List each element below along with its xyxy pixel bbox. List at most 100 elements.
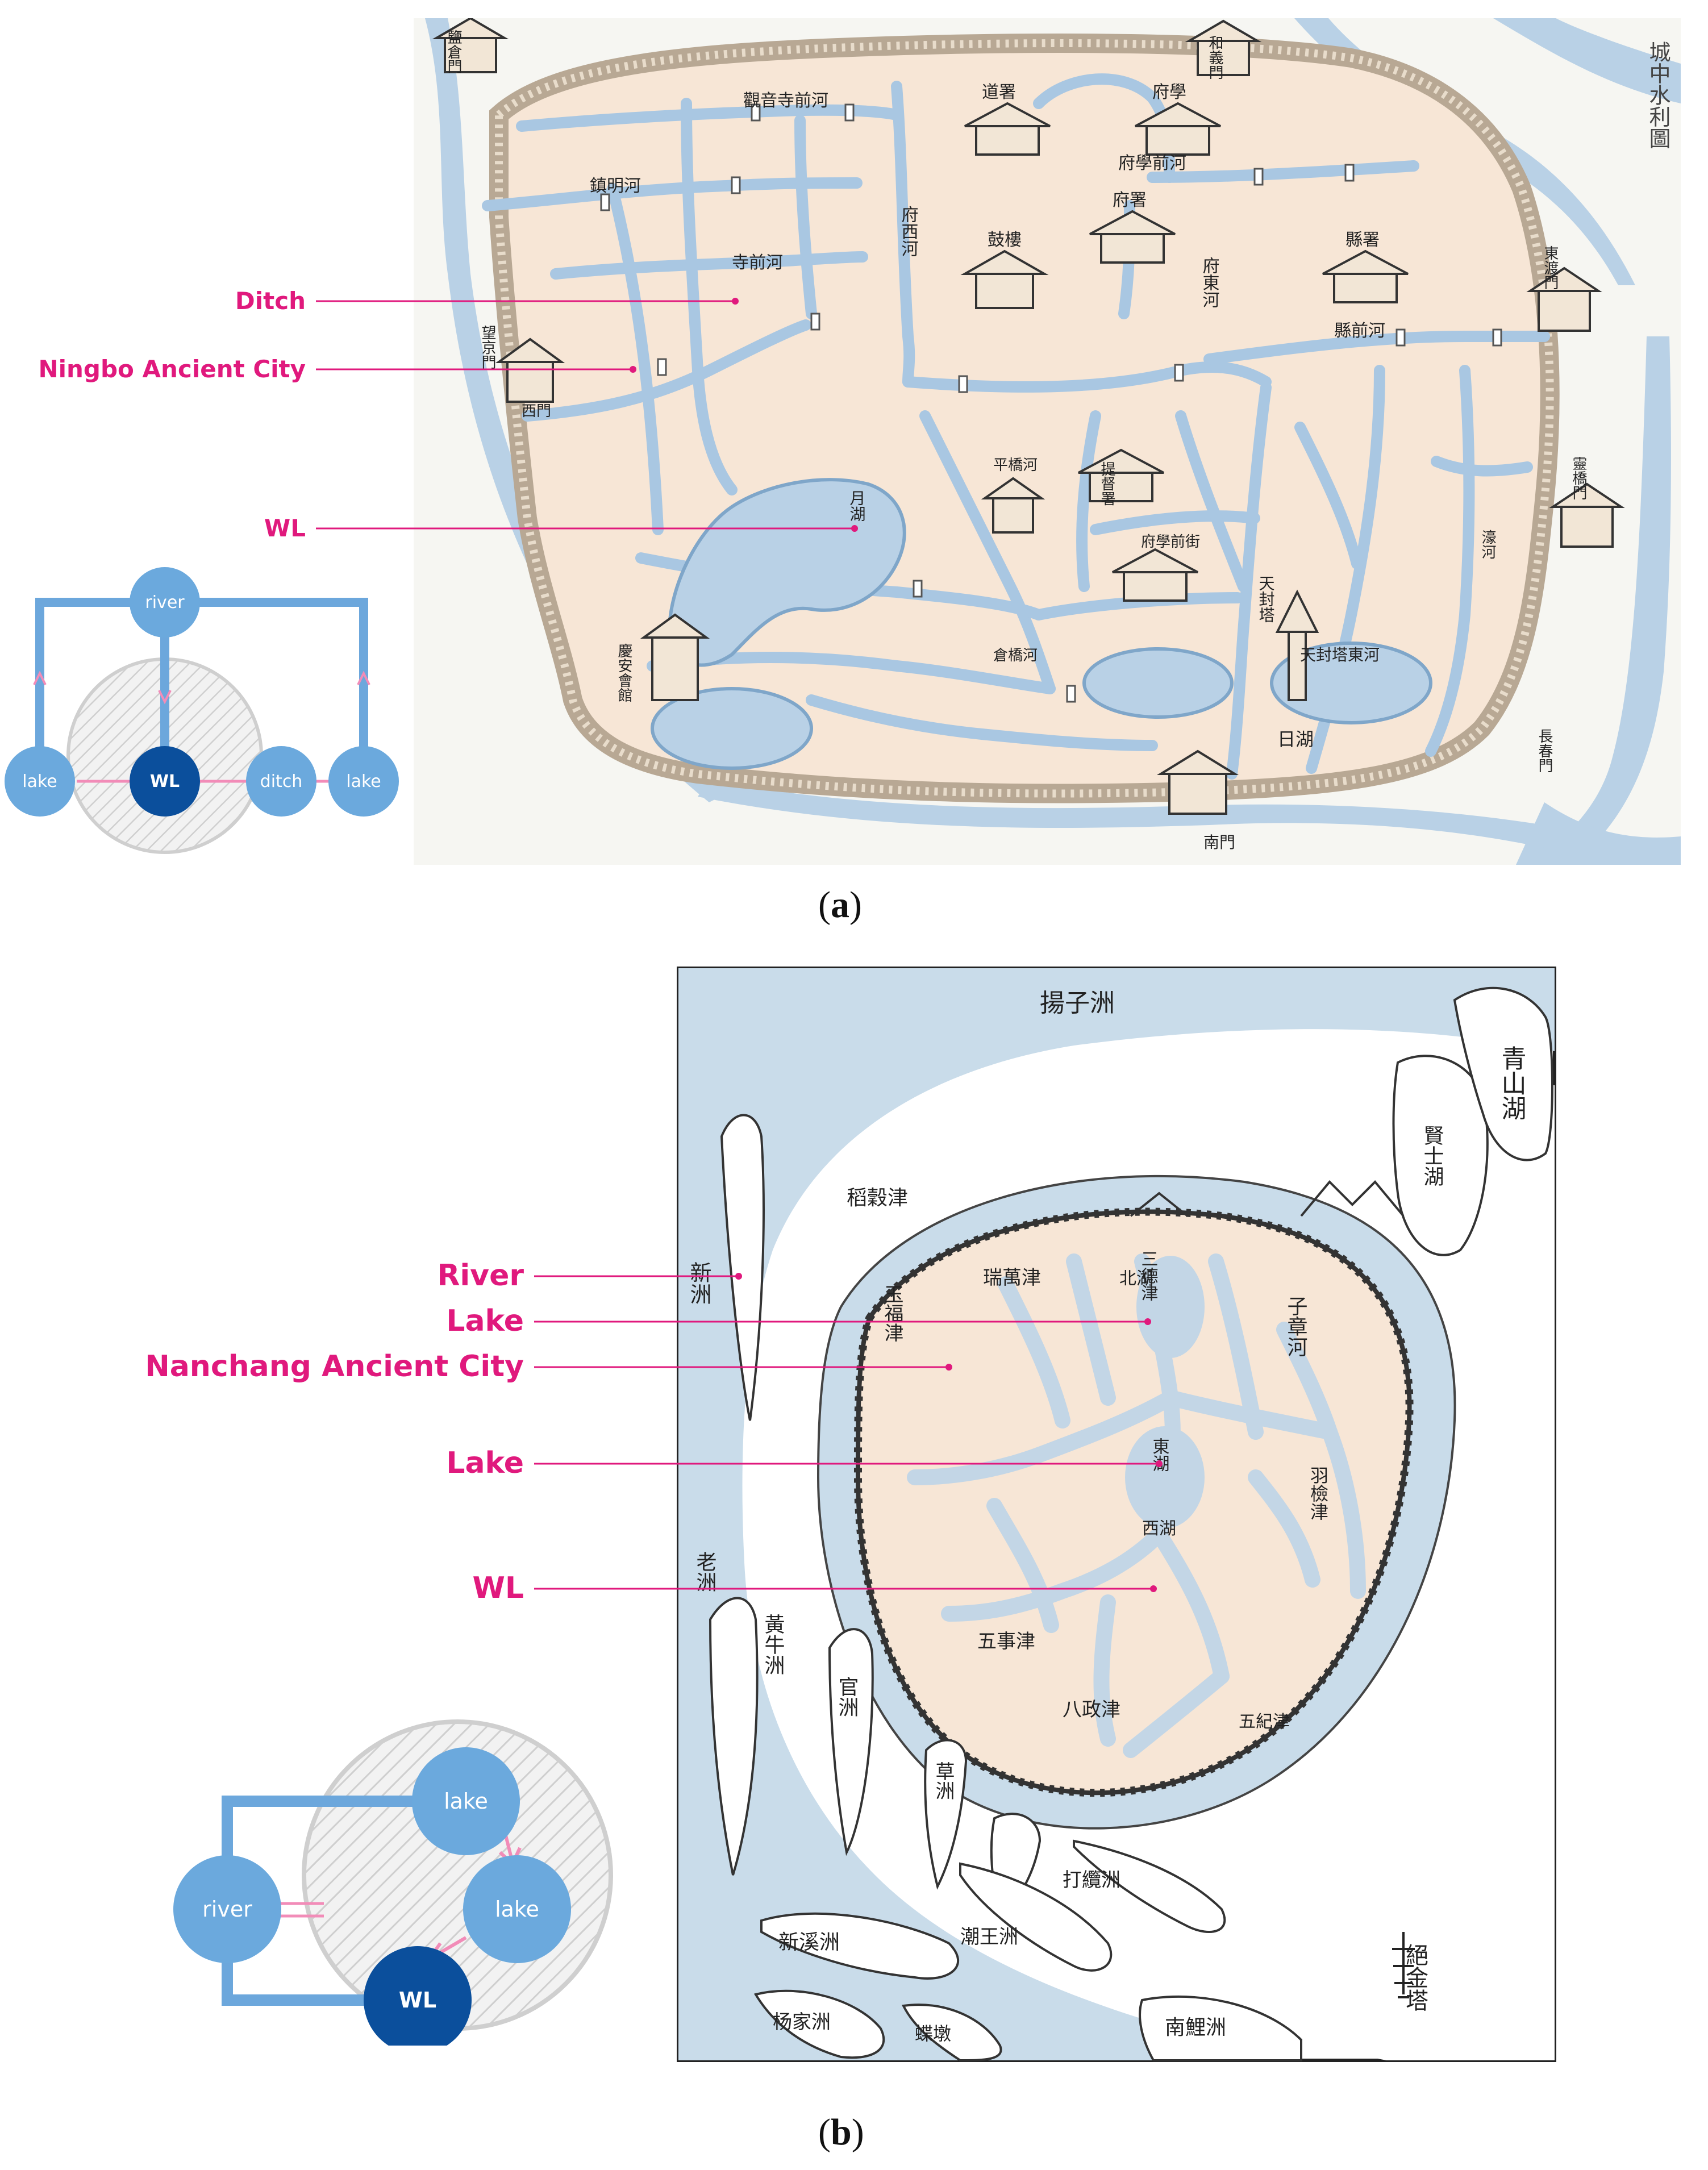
map-label: 打纜洲: [1063, 1869, 1120, 1892]
map-label: 府學: [1152, 82, 1186, 102]
lake-node: [5, 746, 75, 817]
map-label: 府署: [1113, 190, 1147, 210]
map-label: 天封塔: [1257, 575, 1276, 623]
caption-open: (: [818, 2111, 831, 2153]
caption-close: ): [849, 884, 862, 926]
panel-a: 城中水利圖 鎮明河 寺前河 觀音寺前河 府西河 道署 府學 府學前河 府署 府東…: [0, 0, 1708, 943]
river-node: [130, 567, 200, 638]
map-label: 月湖: [848, 490, 867, 522]
map-label: 新洲: [686, 1261, 711, 1305]
map-label: 靈橋門: [1570, 456, 1587, 500]
map-label: 八政津: [1063, 1698, 1120, 1721]
map-label: 官洲: [835, 1676, 859, 1717]
map-label: 鼓樓: [988, 230, 1022, 250]
lake-node-label: lake: [444, 1789, 488, 1814]
callout-nanchang-ancient-city: Nanchang Ancient City: [145, 1350, 524, 1384]
map-label: 縣署: [1345, 230, 1380, 250]
wl-node-label: WL: [399, 1988, 436, 2013]
wl-node: [364, 1946, 472, 2046]
map-label: 三德津: [1138, 1250, 1159, 1301]
map-label: 平橋河: [993, 457, 1038, 474]
map-label: 五紀津: [1239, 1712, 1290, 1732]
map-label: 賢士湖: [1420, 1125, 1444, 1186]
map-label: 鹽倉門: [445, 30, 462, 74]
caption-close: ): [851, 2111, 864, 2153]
map-label: 濠河: [1479, 530, 1496, 559]
map-label: 西湖: [1142, 1519, 1176, 1539]
lake-node: [328, 746, 399, 817]
panel-b: 揚子洲 青山湖 賢士湖 稻穀津 新洲 瑞萬津 玉福津 三德津 北湖 子章河 東湖…: [0, 943, 1708, 2170]
callout-river: River: [437, 1259, 524, 1293]
map-label: 和義門: [1206, 35, 1223, 80]
map-label: 杨家洲: [773, 2011, 831, 2034]
callout-lake: Lake: [446, 1446, 524, 1480]
callout-wl: WL: [472, 1571, 524, 1605]
map-label: 稻穀津: [847, 1186, 908, 1210]
map-label: 府學前河: [1118, 153, 1186, 173]
wl-node-label: WL: [150, 772, 180, 792]
map-label: 府西河: [898, 206, 919, 257]
river-node-label: river: [145, 593, 185, 613]
map-label: 黃牛洲: [761, 1614, 785, 1675]
map-label: 子章河: [1284, 1296, 1307, 1357]
map-label: 道署: [982, 82, 1016, 102]
callout-lines-a: [316, 298, 858, 532]
map-label: 新溪洲: [778, 1931, 840, 1954]
callout-ditch: Ditch: [235, 287, 306, 315]
caption-open: (: [818, 884, 831, 926]
map-label: 慶安會館: [615, 643, 632, 702]
callout-lines-b: [534, 1273, 1163, 1592]
map-label: 草洲: [932, 1761, 955, 1800]
water-network-diagram-a: river lake WL ditch lake: [5, 567, 399, 854]
map-label: 西門: [522, 403, 551, 420]
ningbo-map: 城中水利圖 鎮明河 寺前河 觀音寺前河 府西河 道署 府學 府學前河 府署 府東…: [414, 18, 1681, 865]
map-label: 東渡門: [1542, 245, 1559, 290]
lake-node-label: lake: [22, 772, 57, 792]
map-label: 南門: [1203, 833, 1235, 852]
water-network-diagram-b: river lake lake WL: [173, 1719, 613, 2046]
map-label: 瑞萬津: [983, 1267, 1041, 1289]
map-label: 提督署: [1098, 461, 1115, 506]
river-node-label: river: [202, 1897, 252, 1922]
map-label: 潮王洲: [960, 1926, 1018, 1948]
map-label: 羽檢津: [1307, 1466, 1329, 1521]
map-label: 倉橋河: [993, 647, 1038, 664]
lake-node: [463, 1855, 571, 1963]
ditch-node: [246, 746, 316, 817]
map-label: 縣前河: [1334, 321, 1385, 341]
lake-node-label: lake: [495, 1897, 539, 1922]
map-label: 絕金塔: [1402, 1943, 1428, 2011]
map-label: 南鯉洲: [1165, 2016, 1226, 2039]
map-label: 府東河: [1199, 257, 1220, 308]
map-label: 日湖: [1277, 728, 1314, 750]
map-title: 城中水利圖: [1645, 41, 1670, 149]
map-label: 觀音寺前河: [743, 91, 828, 111]
map-label: 青山湖: [1497, 1046, 1526, 1121]
river-node: [173, 1855, 281, 1963]
ditch-node-label: ditch: [260, 772, 303, 792]
map-label: 五事津: [977, 1630, 1035, 1653]
callout-lake: Lake: [446, 1304, 524, 1338]
map-label: 老洲: [693, 1551, 716, 1592]
map-label: 北湖: [1119, 1269, 1153, 1289]
map-label: 天封塔東河: [1300, 645, 1380, 664]
caption-a: (a): [818, 884, 862, 927]
map-label: 蝶墩: [915, 2023, 951, 2044]
map-label: 望京門: [479, 325, 496, 369]
wl-node: [130, 746, 200, 817]
caption-letter: a: [830, 884, 849, 926]
map-label: 長春門: [1536, 728, 1553, 773]
caption-b: (b): [818, 2111, 864, 2154]
lake-node-label: lake: [346, 772, 381, 792]
map-label: 玉福津: [881, 1284, 903, 1342]
callout-wl: WL: [264, 514, 306, 542]
callout-ningbo-ancient-city: Ningbo Ancient City: [38, 355, 306, 383]
map-label: 寺前河: [732, 253, 783, 273]
lake-node: [412, 1747, 520, 1855]
map-label: 揚子洲: [1040, 989, 1115, 1018]
caption-letter: b: [830, 2111, 852, 2153]
map-label: 府學前街: [1141, 534, 1200, 551]
map-label: 鎮明河: [590, 176, 641, 196]
nanchang-map: 揚子洲 青山湖 賢士湖 稻穀津 新洲 瑞萬津 玉福津 三德津 北湖 子章河 東湖…: [677, 967, 1556, 2062]
pagoda-icon: [1392, 1932, 1415, 1998]
